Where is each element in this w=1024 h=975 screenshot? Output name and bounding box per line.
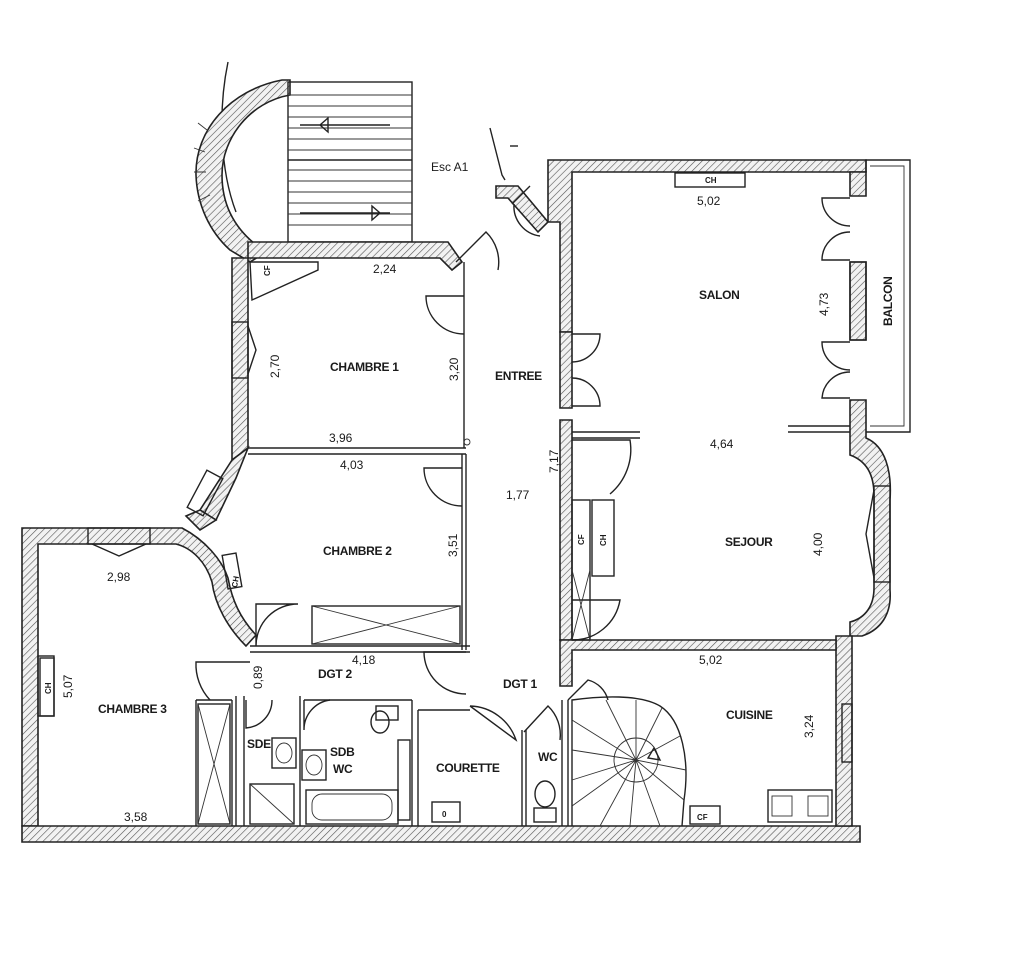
room-label-balcon: BALCON [881, 276, 895, 326]
sde-sink [271, 737, 297, 769]
chimney-label-entree: CH [599, 534, 608, 546]
room-label-sde: SDE [247, 737, 271, 751]
spiral-stair [571, 696, 687, 827]
room-label-sdb: SDB [330, 745, 355, 759]
sdb-sink [301, 749, 327, 781]
closet-label-cuisine: CF [697, 813, 708, 822]
courette-fixture-label: 0 [442, 810, 447, 819]
room-label-chambre2: CHAMBRE 2 [323, 544, 392, 558]
walls [21, 159, 911, 843]
dim-entree-length: 7,17 [547, 449, 561, 473]
room-label-entree: ENTREE [495, 369, 542, 383]
dimension-labels: 5,02 4,73 2,24 2,70 3,20 3,96 4,03 3,51 … [61, 194, 831, 824]
kitchen-sink [767, 789, 833, 823]
stair-arrow-up [300, 116, 390, 134]
dim-ch3-bottom: 3,58 [124, 810, 148, 824]
dim-ch3-left: 5,07 [61, 674, 75, 698]
room-label-salon: SALON [699, 288, 740, 302]
stair-label: Esc A1 [431, 160, 469, 174]
closet-label-entree: CF [577, 534, 586, 545]
bathtub [305, 789, 399, 825]
room-label-courette: COURETTE [436, 761, 500, 775]
room-label-dgt1: DGT 1 [503, 677, 537, 691]
room-label-cuisine: CUISINE [726, 708, 773, 722]
chambre2-closet [311, 605, 461, 645]
room-label-chambre1: CHAMBRE 1 [330, 360, 399, 374]
dim-dgt2-width: 0,89 [251, 665, 265, 689]
stair-treads [288, 94, 412, 226]
room-label-sejour: SEJOUR [725, 535, 773, 549]
dim-entree-width: 1,77 [506, 488, 530, 502]
room-label-sdb-wc: WC [333, 762, 353, 776]
chimney-label-salon: CH [705, 176, 717, 185]
shower [249, 783, 295, 825]
dim-salon-depth: 4,73 [817, 292, 831, 316]
room-label-wc: WC [538, 750, 558, 764]
sdb-toilet [370, 710, 390, 734]
room-labels: SALON BALCON CHAMBRE 1 ENTREE CHAMBRE 2 … [98, 276, 895, 776]
dim-sejour-depth: 4,00 [811, 532, 825, 556]
dim-ch1-right: 3,20 [447, 357, 461, 381]
fixture-labels: CH CF CF CH CH CH CF 0 [44, 176, 717, 822]
dim-ch3-top: 2,98 [107, 570, 131, 584]
dim-cuisine-width: 5,02 [699, 653, 723, 667]
fixtures [39, 172, 833, 827]
room-label-chambre3: CHAMBRE 3 [98, 702, 167, 716]
dim-sejour-width: 4,64 [710, 437, 734, 451]
dim-salon-width: 5,02 [697, 194, 721, 208]
stairwell: Esc A1 [193, 61, 518, 263]
closet-label-chambre1: CF [263, 265, 272, 276]
wc-toilet [534, 780, 556, 808]
balcony-outline [865, 159, 911, 433]
dim-ch2-right: 3,51 [446, 533, 460, 557]
chimney-label-chambre3: CH [44, 682, 53, 694]
dim-ch1-top: 2,24 [373, 262, 397, 276]
room-label-dgt2: DGT 2 [318, 667, 352, 681]
doors [37, 185, 891, 763]
stair-arrow-down [300, 204, 390, 222]
dim-ch2-top: 4,03 [340, 458, 364, 472]
dim-ch1-bottom: 3,96 [329, 431, 353, 445]
dim-cuisine-depth: 3,24 [802, 714, 816, 738]
dim-ch1-left: 2,70 [268, 354, 282, 378]
chimney-label-chambre2: CH [230, 575, 241, 588]
chambre3-closet [197, 703, 231, 825]
dim-ch2-bottom: 4,18 [352, 653, 376, 667]
